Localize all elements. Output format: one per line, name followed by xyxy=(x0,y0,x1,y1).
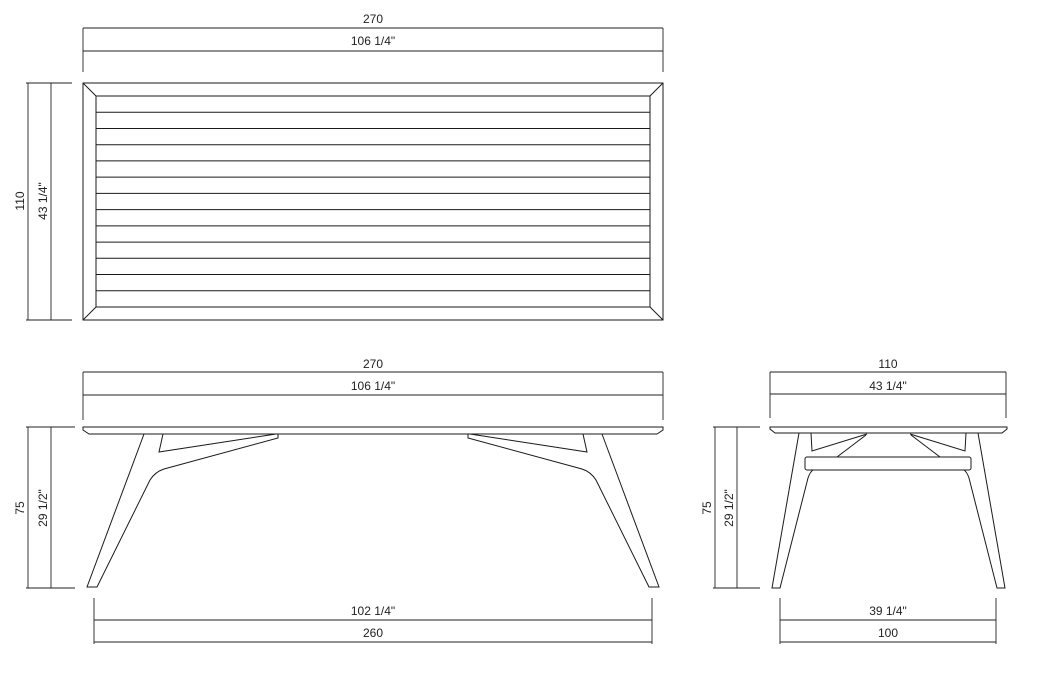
side-width-dimension: 110 43 1/4" xyxy=(769,357,1007,418)
front-height-dimension: 75 29 1/2" xyxy=(13,426,75,589)
front-length-dimension: 270 106 1/4" xyxy=(82,357,664,420)
side-stretcher xyxy=(804,456,972,471)
front-leg-left xyxy=(86,433,279,588)
top-length-dimension: 270 106 1/4" xyxy=(82,12,664,72)
top-width-cm: 110 xyxy=(13,191,27,210)
side-leg-right xyxy=(909,432,1006,589)
front-length-cm: 270 xyxy=(363,357,383,371)
side-width-in: 43 1/4" xyxy=(869,379,907,393)
side-height-cm: 75 xyxy=(700,501,714,515)
side-leg-left xyxy=(771,432,868,589)
front-height-cm: 75 xyxy=(13,501,27,515)
side-leg-span-dimension: 39 1/4" 100 xyxy=(779,598,997,644)
front-height-in: 29 1/2" xyxy=(36,489,50,527)
top-view: 270 106 1/4" 110 43 1/4" xyxy=(13,12,664,321)
top-length-in: 106 1/4" xyxy=(351,34,395,48)
front-leg-span-dimension: 102 1/4" 260 xyxy=(93,598,653,644)
side-height-dimension: 75 29 1/2" xyxy=(700,426,760,589)
side-view: 110 43 1/4" 75 29 1/2" xyxy=(700,357,1008,644)
tabletop-plan xyxy=(82,82,664,321)
front-tabletop xyxy=(82,426,664,435)
top-width-in: 43 1/4" xyxy=(36,182,50,220)
tabletop-slats xyxy=(96,111,650,292)
top-length-cm: 270 xyxy=(363,12,383,26)
side-width-cm: 110 xyxy=(878,357,897,371)
side-leg-span-cm: 100 xyxy=(878,626,898,640)
front-leg-right xyxy=(467,433,660,588)
front-leg-span-cm: 260 xyxy=(363,626,383,640)
front-leg-span-in: 102 1/4" xyxy=(351,604,395,618)
side-tabletop xyxy=(769,426,1008,434)
side-height-in: 29 1/2" xyxy=(722,489,736,527)
front-view: 270 106 1/4" 75 29 1/2" 102 1/4" xyxy=(13,357,664,644)
top-width-dimension: 110 43 1/4" xyxy=(13,82,72,321)
front-length-in: 106 1/4" xyxy=(351,379,395,393)
side-leg-span-in: 39 1/4" xyxy=(869,604,907,618)
